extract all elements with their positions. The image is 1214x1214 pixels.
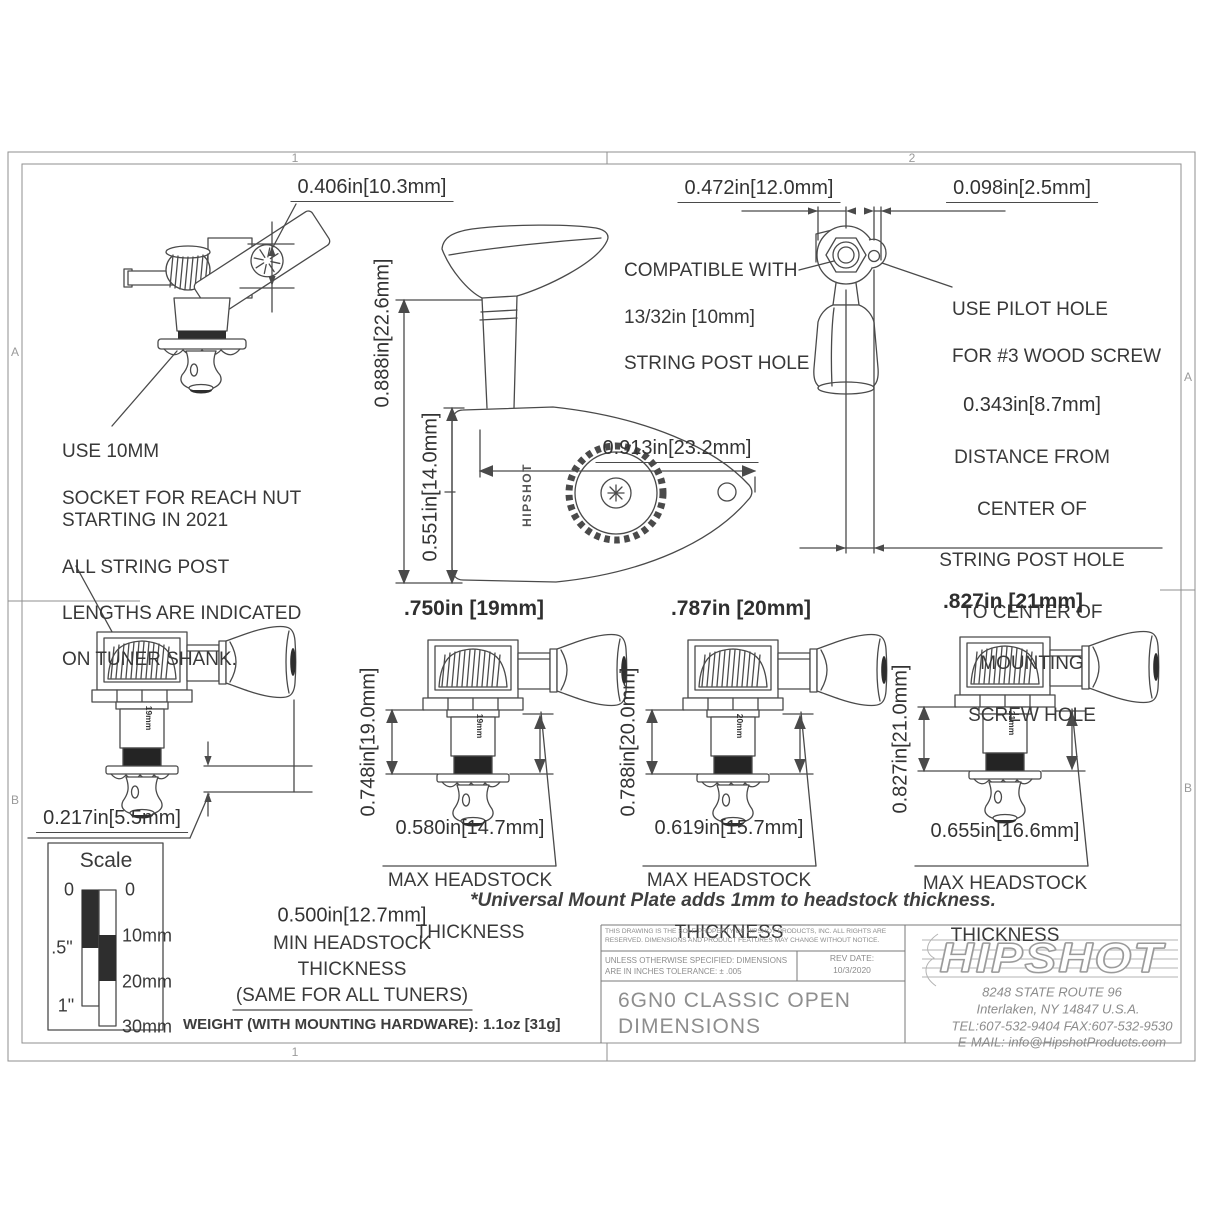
property-note: THIS DRAWING IS THE SOLE PROPERTY OF HIP… [605,928,887,944]
dim-key-height: 0.406in[10.3mm] [290,176,454,202]
note-distance-line2: CENTER OF [977,498,1087,520]
dim-max-21: 0.655in[16.6mm] [930,819,1080,842]
scale-mm-20: 20mm [121,971,173,992]
zone-bottom-1: 1 [291,1045,299,1059]
max-label-20-line1: MAX HEADSTOCK [646,869,812,891]
note-pilot-line2: FOR #3 WOOD SCREW [952,345,1162,367]
dim-total-height: 0.888in[22.6mm] [371,258,394,408]
max-headstock-20: 0.619in[15.7mm] MAX HEADSTOCK THICKNESS [619,789,839,971]
scale-inch-0: 0 [63,879,75,900]
dim-body-width: 0.913in[23.2mm] [595,437,759,463]
note-2021-line1: STARTING IN 2021 [62,510,229,532]
max-headstock-21: 0.655in[16.6mm] MAX HEADSTOCK THICKNESS [895,792,1115,974]
zone-left-a: A [10,345,20,359]
rev-date-value: 10/3/2020 [833,965,871,975]
post-length-21: .827in [21mm] [942,590,1084,613]
note-2021-line4: ON TUNER SHANK. [62,649,237,671]
rev-date-label: REV DATE: [829,953,875,964]
note-socket-line2: SOCKET FOR REACH NUT [62,487,302,509]
note-screw-distance: 0.343in[8.7mm] DISTANCE FROM CENTER OF S… [912,366,1152,755]
zone-left-b: B [10,793,20,807]
logo-address4: E-MAIL: info@HipshotProducts.com [957,1034,1167,1050]
min-headstock-line3: (SAME FOR ALL TUNERS) [235,985,469,1006]
note-distance-line6: SCREW HOLE [968,705,1096,727]
note-distance-line1: DISTANCE FROM [954,446,1110,468]
dim-screw-distance: 0.343in[8.7mm] [963,393,1101,416]
note-2021: STARTING IN 2021 ALL STRING POST LENGTHS… [62,486,301,695]
note-pilot-line1: USE PILOT HOLE [952,299,1108,321]
dim-housing-height: 0.551in[14.0mm] [419,412,442,562]
max-label-21-line1: MAX HEADSTOCK [922,872,1088,894]
post-length-19: .750in [19mm] [403,597,545,620]
note-socket-line1: USE 10MM [62,441,160,463]
min-headstock-line2: THICKNESS [297,959,407,980]
drawing-title: 6GN0 CLASSIC OPEN DIMENSIONS [618,988,851,1041]
note-2021-line2: ALL STRING POST [62,556,230,578]
dim-min-headstock: 0.500in[12.7mm] [277,904,427,927]
logo-address3: TEL:607-532-9404 FAX:607-532-9530 [951,1018,1173,1034]
max-label-19-line2: THICKNESS [415,921,525,943]
post-length-20: .787in [20mm] [670,597,812,620]
note-compatible: COMPATIBLE WITH 13/32in [10mm] STRING PO… [624,236,809,398]
tolerance-note: UNLESS OTHERWISE SPECIFIED: DIMENSIONS A… [605,956,788,977]
side-housing-logo: HIPSHOT [520,463,534,527]
note-compatible-line1: COMPATIBLE WITH [624,260,798,282]
max-label-19-line1: MAX HEADSTOCK [387,869,553,891]
zone-right-b: B [1183,781,1193,795]
scale-mm-0: 0 [124,879,136,900]
dim-pilot-offset: 0.098in[2.5mm] [946,177,1098,203]
rev-date: REV DATE: 10/3/2020 [830,953,874,977]
scale-inch-half: .5" [51,937,73,958]
shank-mark-2: 19mm [475,714,485,739]
note-2021-line3: LENGTHS ARE INDICATED [62,602,302,624]
shank-mark-1: 19mm [144,706,154,731]
note-compatible-line2: 13/32in [10mm] [624,306,755,328]
scale-mm-30: 30mm [121,1016,173,1037]
note-socket: USE 10MM SOCKET FOR REACH NUT [62,417,301,533]
dim-post-offset: 0.472in[12.0mm] [677,177,841,203]
note-distance-line4: TO CENTER OF [961,601,1103,623]
dim-pearl: 0.217in[5.5mm] [36,807,188,833]
logo-address1: 8248 STATE ROUTE 96 [982,984,1122,1000]
shank-mark-3: 20mm [735,714,745,739]
scale-mm-10: 10mm [121,925,173,946]
shank-mark-4: 21mm [1007,711,1017,736]
dim-max-19: 0.580in[14.7mm] [395,816,545,839]
note-pilot: USE PILOT HOLE FOR #3 WOOD SCREW [952,275,1161,391]
scale-inch-1: 1" [57,995,75,1016]
hipshot-logo: HIPSHOT [939,933,1165,981]
drawing-title-line2: DIMENSIONS [618,1015,762,1039]
logo-address2: Interlaken, NY 14847 U.S.A. [976,1001,1140,1017]
min-headstock-line1: MIN HEADSTOCK [272,933,432,954]
zone-top-1: 1 [291,151,299,165]
weight-note: WEIGHT (WITH MOUNTING HARDWARE): 1.1oz [… [183,1016,561,1033]
zone-right-a: A [1183,370,1193,384]
zone-top-2: 2 [908,151,916,165]
note-compatible-line3: STRING POST HOLE [624,352,810,374]
max-headstock-19: 0.580in[14.7mm] MAX HEADSTOCK THICKNESS [360,789,580,971]
universal-mount-note: *Universal Mount Plate adds 1mm to heads… [470,890,996,911]
scale-title: Scale [79,849,133,872]
note-distance-line3: STRING POST HOLE [939,550,1125,572]
note-distance-line5: MOUNTING [980,653,1084,675]
max-label-21-line2: THICKNESS [950,924,1060,946]
max-label-20-line2: THICKNESS [674,921,784,943]
dim-max-20: 0.619in[15.7mm] [654,816,804,839]
drawing-title-line1: 6GN0 CLASSIC OPEN [618,989,851,1012]
